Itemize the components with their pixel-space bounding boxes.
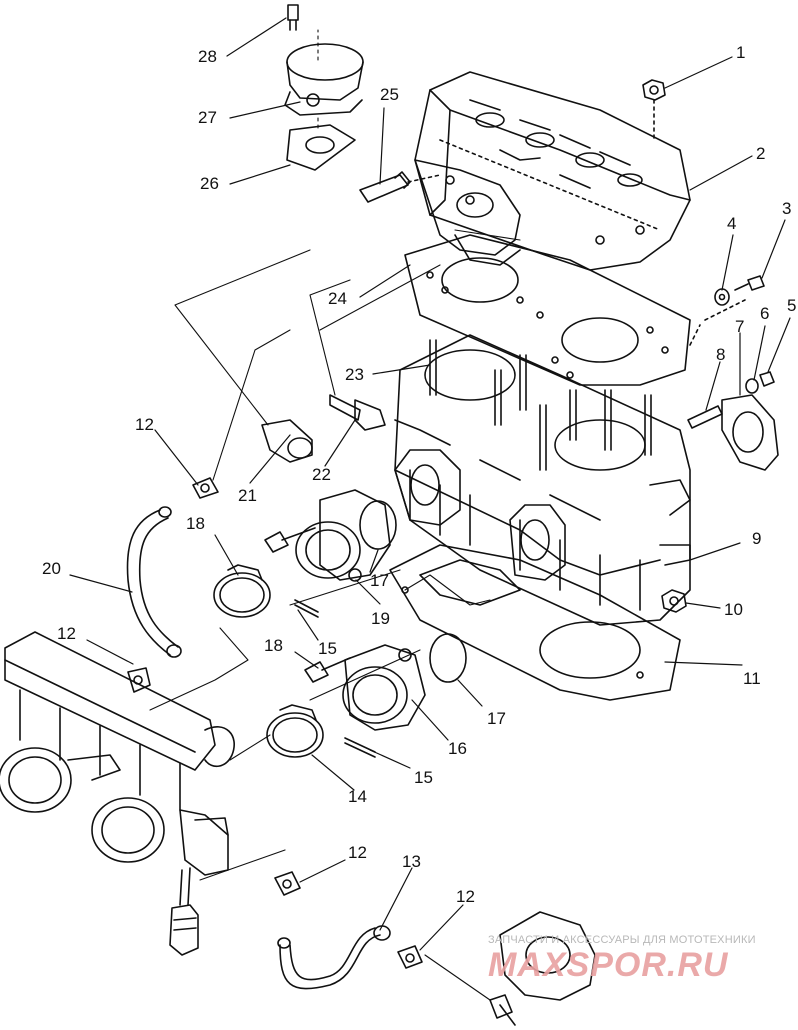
thermostat-cover-assembly xyxy=(284,4,364,171)
label-21: 21 xyxy=(238,486,257,505)
fitting-12-a xyxy=(192,477,219,499)
nut-10 xyxy=(661,589,687,613)
label-25: 25 xyxy=(380,85,399,104)
label-8: 8 xyxy=(716,345,726,364)
label-6: 6 xyxy=(760,304,770,323)
watermark-logo: MAXSPOR.RU xyxy=(488,946,729,984)
nut-1 xyxy=(642,79,666,141)
label-14: 14 xyxy=(348,787,367,806)
label-5: 5 xyxy=(787,296,797,315)
label-19: 19 xyxy=(371,609,390,628)
label-11: 11 xyxy=(743,669,761,688)
screw-15-lower xyxy=(344,737,376,758)
label-22: 22 xyxy=(312,465,331,484)
label-16: 16 xyxy=(448,739,467,758)
intake-adapter-16 xyxy=(342,644,426,731)
pump-housing xyxy=(489,911,596,1026)
label-13: 13 xyxy=(402,852,421,871)
label-28: 28 xyxy=(198,47,217,66)
label-17-upper: 17 xyxy=(370,571,389,590)
label-12-left: 12 xyxy=(57,624,76,643)
throttle-body-assembly xyxy=(0,631,235,956)
base-gasket xyxy=(389,544,681,701)
label-18-lower: 18 xyxy=(264,636,283,655)
washer-6 xyxy=(745,378,759,394)
label-7: 7 xyxy=(735,317,745,336)
label-15-upper: 15 xyxy=(318,639,337,658)
nut-5 xyxy=(759,371,775,387)
hose-13 xyxy=(277,925,391,990)
fitting-22 xyxy=(329,394,386,431)
label-18-upper: 18 xyxy=(186,514,205,533)
assembly-lines xyxy=(149,29,521,1001)
fitting-12-c xyxy=(274,871,301,896)
leader-lines xyxy=(69,17,791,951)
leader-dash xyxy=(689,299,746,346)
label-15-lower: 15 xyxy=(414,768,433,787)
label-12-upper: 12 xyxy=(135,415,154,434)
label-27: 27 xyxy=(198,108,217,127)
gasket-7 xyxy=(721,394,779,471)
screw-3 xyxy=(734,275,765,291)
hose-20 xyxy=(126,506,182,658)
clamp-14 xyxy=(266,704,324,758)
label-20: 20 xyxy=(42,559,61,578)
o-ring-17-upper xyxy=(359,500,397,550)
label-9: 9 xyxy=(752,529,762,548)
label-12-lower: 12 xyxy=(456,887,475,906)
label-12-mid: 12 xyxy=(348,843,367,862)
washer-4 xyxy=(714,288,730,306)
watermark: ЗАПЧАСТИ И АКСЕССУАРЫ ДЛЯ МОТОТЕХНИКИ MA… xyxy=(488,930,788,1020)
label-24: 24 xyxy=(328,289,347,308)
head-gasket xyxy=(404,234,691,386)
stud-8 xyxy=(687,405,723,429)
label-10: 10 xyxy=(724,600,743,619)
clamp-18 xyxy=(213,564,271,618)
label-17-lower: 17 xyxy=(487,709,506,728)
fitting-12-d xyxy=(397,945,423,969)
label-26: 26 xyxy=(200,174,219,193)
label-23: 23 xyxy=(345,365,364,384)
cylinder-head xyxy=(414,71,691,271)
screw-18-lower xyxy=(304,657,351,683)
o-ring-17-lower xyxy=(429,633,467,683)
screw-18-upper xyxy=(264,527,316,553)
fitting-21 xyxy=(261,419,313,463)
label-4: 4 xyxy=(727,214,737,233)
label-3: 3 xyxy=(782,199,792,218)
watermark-caption: ЗАПЧАСТИ И АКСЕССУАРЫ ДЛЯ МОТОТЕХНИКИ xyxy=(488,934,756,946)
label-2: 2 xyxy=(756,144,766,163)
temp-sensor-25 xyxy=(359,171,441,203)
label-1: 1 xyxy=(736,43,746,62)
intake-adapter-19 xyxy=(295,489,391,582)
